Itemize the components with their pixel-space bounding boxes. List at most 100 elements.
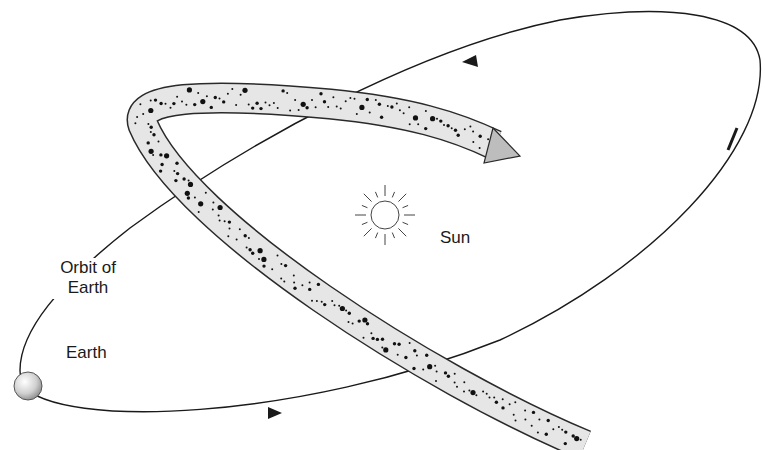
- meteoroid-dot: [219, 220, 221, 222]
- meteoroid-dot: [464, 128, 466, 130]
- meteoroid-dot: [425, 110, 427, 112]
- meteoroid-dot: [286, 92, 288, 94]
- meteoroid-dot: [564, 430, 567, 433]
- meteoroid-dot: [298, 109, 300, 111]
- meteoroid-dot: [387, 105, 389, 107]
- meteoroid-dot: [552, 428, 554, 430]
- meteoroid-dot: [281, 89, 284, 92]
- meteoroid-dot: [301, 102, 306, 107]
- meteoroid-dot: [240, 94, 242, 96]
- meteoroid-dot: [301, 284, 303, 286]
- meteoroid-dot: [348, 321, 350, 323]
- meteoroid-dot: [538, 418, 540, 420]
- meteoroid-dot: [515, 420, 517, 422]
- meteoroid-dot: [454, 382, 456, 384]
- meteoroid-dot: [224, 220, 226, 222]
- meteoroid-dot: [547, 419, 550, 422]
- meteoroid-dot: [152, 154, 154, 156]
- meteoroid-dot: [327, 106, 329, 108]
- orbit-mark: [728, 128, 737, 150]
- meteoroid-dot: [403, 112, 405, 114]
- sun-ray: [385, 234, 386, 245]
- meteoroid-dot: [218, 205, 223, 210]
- meteoroid-dot: [404, 356, 407, 359]
- meteoroid-dot: [229, 227, 231, 229]
- meteoroid-dot: [198, 211, 200, 213]
- meteoroid-dot: [489, 397, 491, 399]
- meteoroid-dot: [479, 147, 481, 149]
- meteoroid-dot: [239, 228, 241, 230]
- meteoroid-dot: [248, 237, 250, 239]
- meteoroid-dot: [251, 106, 254, 109]
- meteoroid-dot: [197, 92, 199, 94]
- meteoroid-dot: [331, 300, 333, 302]
- sun-ray: [403, 222, 409, 224]
- meteoroid-dot: [564, 442, 567, 445]
- meteoroid-dot: [150, 100, 152, 102]
- meteoroid-dot: [311, 99, 313, 101]
- meteoroid-dot: [277, 107, 279, 109]
- meteoroid-dot: [345, 310, 347, 312]
- meteoroid-dot: [244, 234, 247, 237]
- meteoroid-dot: [457, 134, 460, 137]
- meteoroid-dot: [242, 88, 247, 93]
- meteoroid-dot: [334, 304, 336, 306]
- meteoroid-dot: [412, 367, 415, 370]
- meteoroid-dot: [147, 123, 149, 125]
- meteoroid-dot: [482, 391, 484, 393]
- meteoroid-dot: [362, 317, 367, 322]
- meteoroid-dot: [340, 107, 342, 109]
- meteoroid-dot: [436, 371, 438, 373]
- meteoroid-dot: [134, 122, 136, 124]
- meteoroid-dot: [248, 248, 251, 251]
- meteoroid-dot: [294, 99, 296, 101]
- meteoroid-dot: [283, 280, 285, 282]
- meteoroid-dot: [463, 391, 465, 393]
- meteoroid-dot: [336, 106, 338, 108]
- meteoroid-dot: [422, 369, 424, 371]
- meteoroid-dot: [174, 179, 177, 182]
- meteoroid-dot: [378, 103, 381, 106]
- meteoroid-dot: [182, 177, 185, 180]
- meteoroid-dot: [463, 381, 465, 383]
- meteoroid-dot: [580, 439, 582, 441]
- meteoroid-dot: [148, 108, 153, 113]
- meteoroid-dot: [200, 99, 205, 104]
- meteoroid-dot: [258, 248, 263, 253]
- meteoroid-dot: [375, 99, 377, 101]
- meteoroid-dot: [425, 354, 428, 357]
- meteoroid-dot: [479, 135, 482, 138]
- meteoroid-dot: [228, 220, 231, 223]
- meteoroid-dot: [139, 103, 141, 105]
- meteoroid-dot: [447, 375, 450, 378]
- meteoroid-dot: [176, 172, 179, 175]
- meteoroid-dot: [187, 87, 192, 92]
- meteoroid-dot: [380, 116, 383, 119]
- orbit-arrow: [268, 407, 282, 419]
- meteoroid-dot: [284, 264, 287, 267]
- meteoroid-dot: [185, 104, 187, 106]
- meteoroid-dot: [265, 102, 267, 104]
- meteoroid-dot: [154, 98, 157, 101]
- meteoroid-dot: [371, 337, 374, 340]
- meteoroid-dot: [309, 281, 311, 283]
- meteoroid-dot: [172, 102, 175, 105]
- meteoroid-dot: [424, 127, 427, 130]
- meteoroid-dot: [188, 182, 193, 187]
- meteoroid-dot: [531, 425, 533, 427]
- meteoroid-dot: [430, 116, 435, 121]
- meteoroid-dot: [293, 275, 295, 277]
- meteoroid-dot: [434, 365, 436, 367]
- meteor-stream: [134, 87, 585, 445]
- meteoroid-dot: [486, 393, 488, 395]
- meteoroid-dot: [370, 332, 372, 334]
- sun-symbol: [355, 185, 415, 245]
- meteoroid-dot: [206, 95, 208, 97]
- meteoroid-dot: [451, 127, 453, 129]
- meteoroid-dot: [236, 239, 238, 241]
- earth-label: Earth: [66, 343, 107, 363]
- orbit-label: Orbit of Earth: [46, 258, 130, 299]
- meteoroid-dot: [219, 98, 221, 100]
- meteoroid-dot: [349, 97, 351, 99]
- meteoroid-dot: [150, 131, 152, 133]
